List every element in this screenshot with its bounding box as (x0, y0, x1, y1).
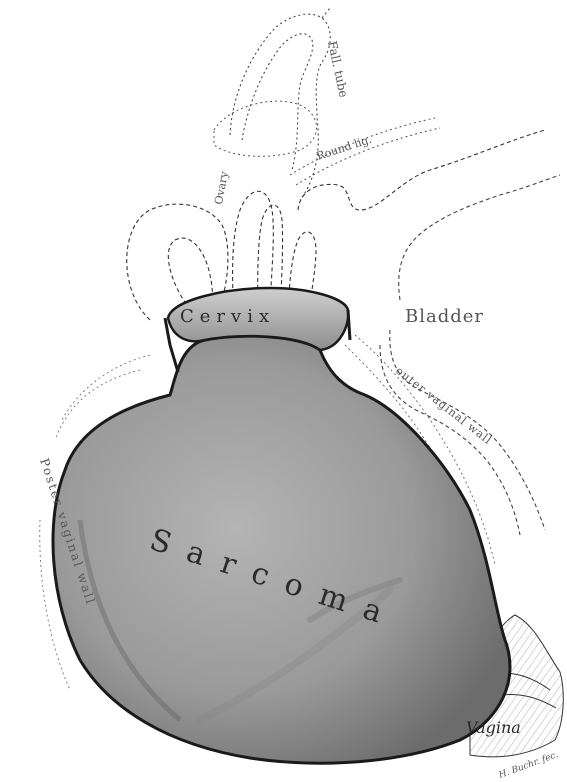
ovary-label: Ovary (212, 170, 231, 206)
tube-label: Fall. tube (325, 40, 351, 99)
fallopian-tube (230, 8, 330, 200)
vagina-label: Vagina (466, 718, 521, 737)
bladder-label: Bladder (405, 306, 484, 327)
round-ligament-label: Round lig. (315, 133, 373, 163)
cervix-label: Cervix (180, 306, 275, 327)
ovary (214, 101, 317, 156)
